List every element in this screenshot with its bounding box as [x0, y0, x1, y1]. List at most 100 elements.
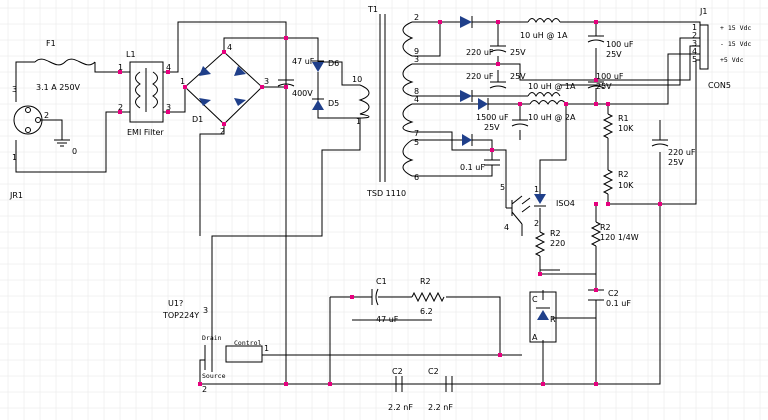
transformer-value: TSD 1110	[366, 189, 406, 198]
wire-filter-bottom	[163, 86, 186, 113]
out-p5: +5 Vdc	[720, 56, 744, 64]
sec-winding-1	[402, 21, 414, 57]
junction-dot	[260, 85, 264, 89]
resistor-r2d	[411, 291, 445, 303]
wire-sec-3	[412, 45, 700, 81]
wire-out2	[472, 37, 700, 97]
connector-j1	[699, 24, 709, 70]
r2c-value: 120 1/4W	[600, 233, 639, 242]
r2d-value: 6.2	[420, 307, 433, 316]
c01-value: 0.1 uF	[460, 163, 485, 172]
c220-2-value: 220 uF	[466, 72, 494, 81]
resistors	[411, 113, 614, 303]
c2b-ref: C2	[392, 367, 403, 376]
resistor-r2b	[534, 231, 546, 257]
pin-number: 3	[166, 103, 171, 112]
fuse-wire	[34, 58, 96, 66]
out-p15: + 15 Vdc	[720, 24, 751, 32]
junction-dot	[222, 122, 226, 126]
junction-dot	[350, 295, 354, 299]
sec-winding-2	[402, 63, 414, 97]
diode-out3	[478, 98, 488, 110]
cap-100-1	[587, 35, 605, 43]
fuse-ref: F1	[46, 39, 56, 48]
pin-number: 4	[414, 95, 419, 104]
control-label: Control	[234, 339, 261, 347]
wire-drain	[211, 118, 361, 345]
junction-dot	[538, 272, 542, 276]
core-line	[379, 14, 386, 182]
input-jack	[13, 105, 43, 135]
r2c-ref: R2	[600, 223, 611, 232]
pin-number: 1	[180, 77, 185, 86]
pin-number: 7	[414, 129, 419, 138]
diode-out1	[460, 16, 472, 28]
pin-number: 3	[414, 55, 419, 64]
r2b-ref: R2	[550, 229, 561, 238]
wire-opto-transistor	[506, 207, 523, 236]
c220-2-voltage: 25V	[510, 72, 526, 81]
r1-value: 10K	[618, 124, 634, 133]
junction-dot	[284, 36, 288, 40]
pin-number: 3	[264, 77, 269, 86]
ic-body	[200, 345, 213, 372]
component-labels: F1 3.1 A 250V L1 EMI Filter D1 JR1 0 47 …	[9, 5, 751, 412]
optocoupler-iso4	[511, 194, 546, 225]
wire-out3	[488, 53, 700, 105]
inductor-3	[529, 100, 567, 105]
filter-ref: L1	[126, 50, 136, 59]
pin-number: 1	[118, 63, 123, 72]
junction-dot	[594, 288, 598, 292]
inductor-2	[527, 92, 561, 98]
junction-dot	[594, 20, 598, 24]
cap-2n2-a	[395, 376, 420, 392]
d5-label: D5	[328, 99, 339, 108]
r2b-value: 220	[550, 239, 565, 248]
inductor-1	[527, 18, 561, 24]
drain-label: Drain	[202, 334, 222, 342]
c220-3-voltage: 25V	[668, 158, 684, 167]
wire-filter-top	[163, 21, 287, 73]
r1-ref: R1	[618, 114, 629, 123]
pin-number: 6	[414, 173, 419, 182]
pin-number: 4	[504, 223, 509, 232]
clamp-diodes	[312, 60, 324, 110]
pin-number: 2	[118, 103, 123, 112]
c220-3-value: 220 uF	[668, 148, 696, 157]
tl431-c: C	[532, 295, 538, 304]
top224y-ic	[200, 345, 263, 372]
filter-value: EMI Filter	[127, 128, 164, 137]
junction-dot	[198, 382, 202, 386]
r2-ref: R2	[618, 170, 629, 179]
sec-winding-3	[402, 103, 414, 133]
j1-ref: J1	[699, 7, 707, 16]
wire-bridge-bottom	[199, 124, 225, 236]
c2c-ref: C2	[428, 367, 439, 376]
sec-winding-4	[402, 139, 414, 177]
wire-jack-top	[15, 61, 35, 102]
l2-value: 10 uH @ 1A	[528, 82, 576, 91]
c100-2-voltage: 25V	[596, 82, 612, 91]
pin-number: 4	[166, 63, 171, 72]
wire-jack-bottom	[15, 111, 130, 173]
c1500-voltage: 25V	[484, 123, 500, 132]
diode-d5	[312, 100, 324, 110]
pin-number: 5	[692, 55, 697, 64]
junction-dot	[594, 102, 598, 106]
primary-winding	[358, 84, 370, 119]
bridge-diode	[234, 98, 246, 106]
tl431-r: R	[550, 315, 556, 324]
junction-dot	[541, 382, 545, 386]
wire-jack-gnd	[40, 119, 63, 140]
feedback-capacitors	[371, 288, 604, 392]
junction-dot	[438, 20, 442, 24]
cap-c1	[371, 288, 392, 306]
pin-number: 2	[414, 13, 419, 22]
fuse-value: 3.1 A 250V	[36, 83, 81, 92]
wire-out1	[472, 21, 701, 30]
jack-pin	[35, 117, 41, 123]
pin-number: 10	[352, 75, 362, 84]
opto-transistor	[511, 195, 523, 225]
emi-filter	[129, 61, 164, 123]
